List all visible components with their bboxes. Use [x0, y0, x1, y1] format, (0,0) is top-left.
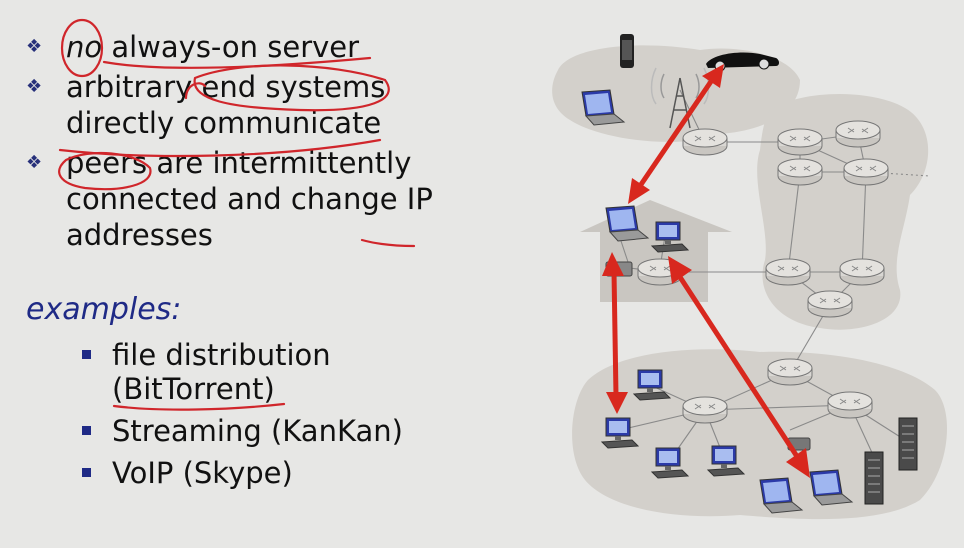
- square-bullet-icon: [82, 426, 91, 435]
- router-icon: [682, 128, 728, 156]
- smartphone-icon: [620, 34, 634, 68]
- bullet-text: arbitrary end systems: [66, 70, 386, 104]
- bullet-peers: ❖ peers are intermittently: [24, 146, 544, 180]
- router-icon: [765, 258, 811, 286]
- arrow-desktop-to-laptop: [675, 272, 801, 460]
- bullet-end-systems: ❖ arbitrary end systems: [24, 70, 544, 104]
- emphasis-no: no: [66, 30, 103, 64]
- router-icon: [682, 396, 728, 424]
- router-icon: [777, 158, 823, 186]
- arrow-head: [602, 252, 624, 276]
- bullet-text: directly communicate: [66, 106, 382, 140]
- bullet-peers-cont: connected and change IP: [24, 182, 544, 216]
- diamond-bullet-icon: ❖: [26, 76, 43, 97]
- server-icon: [864, 451, 884, 505]
- bullet-text: peers are intermittently: [66, 146, 412, 180]
- bullet-end-systems-cont: directly communicate: [24, 106, 544, 140]
- arrow-home-to-office: [611, 271, 619, 397]
- example-streaming: Streaming (KanKan): [82, 414, 542, 448]
- bullet-text: connected and change IP: [66, 182, 433, 216]
- example-text: VoIP (Skype): [112, 456, 293, 490]
- cell-tower-icon: [650, 67, 710, 129]
- example-file-distribution: file distribution: [82, 338, 542, 372]
- example-file-distribution-cont: (BitTorrent): [82, 372, 542, 406]
- diamond-bullet-icon: ❖: [26, 152, 43, 173]
- router-icon: [777, 128, 823, 156]
- router-icon: [843, 158, 889, 186]
- bullet-list: ❖ no always-on server ❖ arbitrary end sy…: [24, 30, 544, 254]
- square-bullet-icon: [82, 468, 91, 477]
- router-icon: [835, 120, 881, 148]
- router-icon: [807, 290, 853, 318]
- diamond-bullet-icon: ❖: [26, 36, 43, 57]
- examples-heading: examples:: [26, 292, 182, 327]
- server-icon: [898, 417, 918, 471]
- example-text: Streaming (KanKan): [112, 414, 403, 448]
- bullet-peers-cont2: addresses: [24, 218, 544, 252]
- example-text: file distribution: [112, 338, 331, 372]
- arrow-car-to-home: [637, 78, 715, 188]
- house-icon: [580, 200, 732, 302]
- arrow-head: [606, 392, 628, 414]
- arrow-head: [668, 256, 692, 284]
- bullet-text: always-on server: [102, 30, 360, 64]
- router-icon: [839, 258, 885, 286]
- bullet-text: addresses: [66, 218, 213, 252]
- bullet-no-server: ❖ no always-on server: [24, 30, 544, 64]
- example-text: (BitTorrent): [112, 372, 275, 406]
- arrow-head: [628, 178, 650, 204]
- example-voip: VoIP (Skype): [82, 456, 542, 490]
- router-icon: [767, 358, 813, 386]
- examples-list: file distribution (BitTorrent) Streaming…: [82, 338, 542, 498]
- arrow-head: [702, 64, 724, 88]
- arrow-head: [786, 448, 810, 478]
- p2p-arrows: [602, 64, 810, 478]
- router-icon: [827, 391, 873, 419]
- square-bullet-icon: [82, 350, 91, 359]
- p2p-network-diagram: [552, 34, 947, 520]
